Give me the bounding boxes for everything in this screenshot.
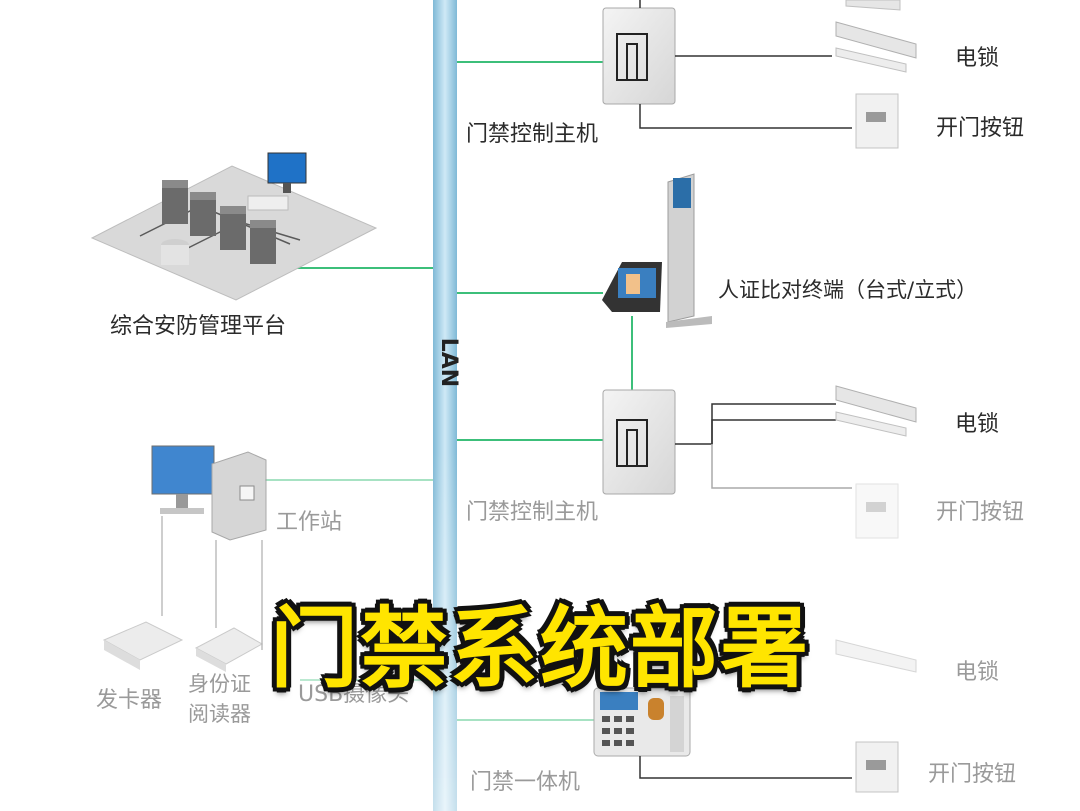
label-id-reader-2: 阅读器 — [188, 702, 251, 726]
label-usb-camera: USB摄像头 — [298, 682, 410, 707]
label-controller-2: 门禁控制主机 — [466, 500, 599, 525]
label-exit-button-2: 开门按钮 — [936, 500, 1025, 525]
workstation-wiring — [161, 516, 263, 650]
electric-lock-2-illustration — [835, 385, 917, 437]
workstation-illustration — [151, 445, 267, 541]
exit-button-2-illustration — [855, 483, 899, 539]
label-card-issuer: 发卡器 — [96, 688, 163, 713]
terminal-illustration — [602, 173, 712, 328]
label-electric-lock-3: 电锁 — [955, 660, 1000, 685]
label-lan: LAN — [436, 337, 462, 388]
label-terminal: 人证比对终端（台式/立式） — [718, 278, 978, 302]
id-reader-illustration — [194, 627, 264, 672]
label-exit-button-1: 开门按钮 — [936, 116, 1025, 141]
all-in-one-illustration — [593, 687, 691, 757]
controller-1-wiring — [639, 0, 852, 129]
exit-button-3-illustration — [855, 741, 899, 793]
label-id-reader-1: 身份证 — [188, 672, 251, 696]
label-platform: 综合安防管理平台 — [110, 314, 287, 339]
exit-button-1-illustration — [855, 93, 899, 149]
electric-lock-3-illustration — [835, 639, 917, 673]
controller-2-illustration — [602, 389, 676, 495]
network-links — [265, 61, 633, 721]
label-workstation: 工作站 — [276, 510, 343, 535]
label-exit-button-3: 开门按钮 — [928, 762, 1017, 787]
overlay-title: 门禁系统部署 — [269, 597, 810, 700]
all-in-one-wiring — [639, 756, 852, 779]
label-electric-lock-1: 电锁 — [955, 46, 1000, 71]
lan-bus — [433, 0, 457, 811]
label-electric-lock-2: 电锁 — [955, 412, 1000, 437]
label-controller-1: 门禁控制主机 — [466, 122, 599, 147]
label-all-in-one: 门禁一体机 — [470, 770, 581, 795]
controller-1-illustration — [602, 7, 676, 105]
electric-lock-1-illustration — [835, 0, 917, 73]
platform-illustration — [90, 152, 378, 301]
card-issuer-illustration — [102, 621, 184, 670]
controller-2-wiring — [675, 403, 852, 489]
